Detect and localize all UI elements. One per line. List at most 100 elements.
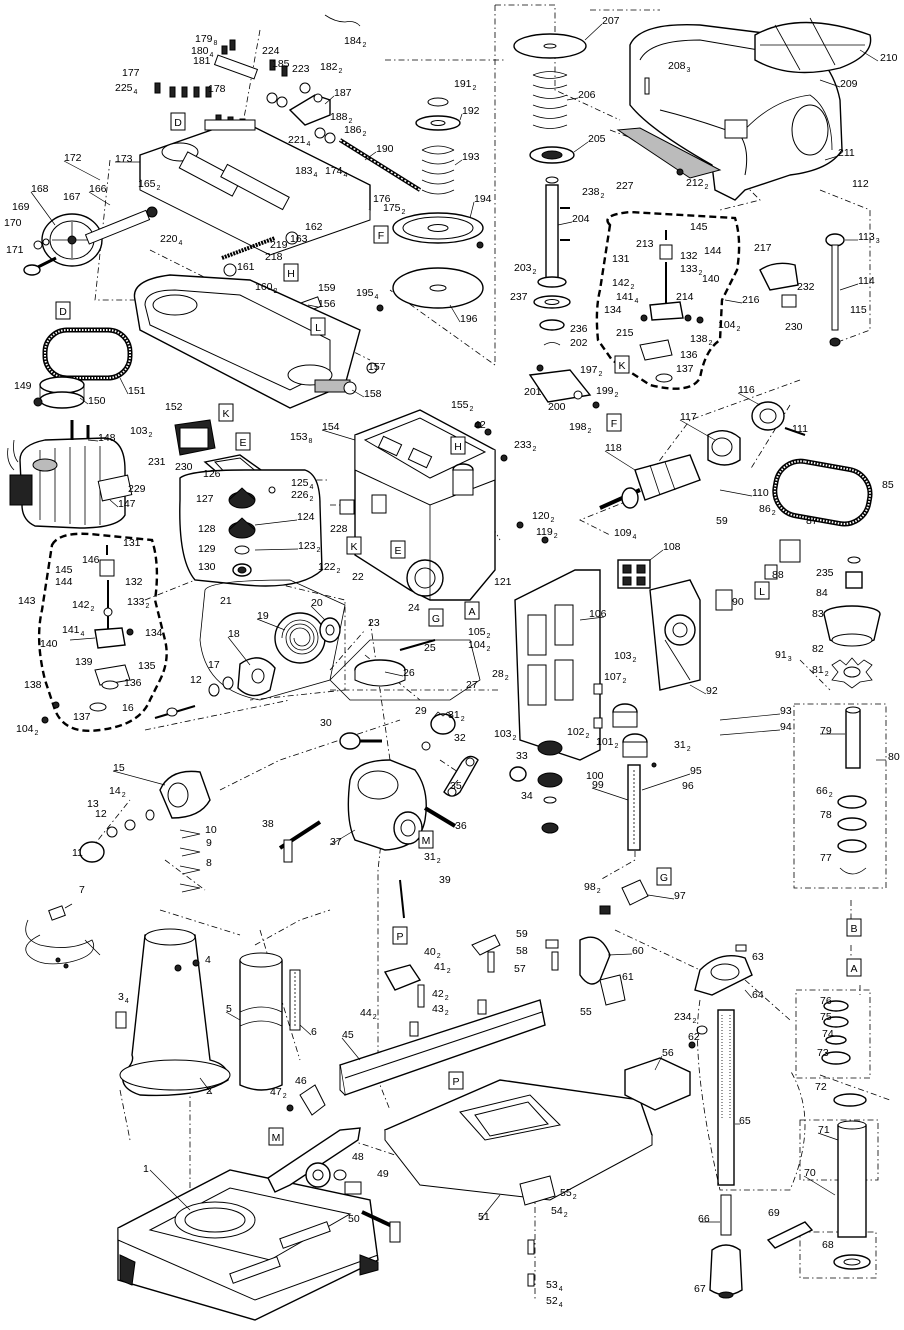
svg-text:B: B	[850, 923, 857, 935]
part-label-43: 432	[432, 1003, 449, 1017]
tag-H: H	[450, 436, 466, 455]
drive-pulleys	[599, 401, 806, 510]
part-label-191: 1912	[454, 78, 477, 92]
part-label-39: 39	[439, 874, 451, 886]
part-label-45: 45	[342, 1029, 354, 1041]
column-base-group	[115, 928, 301, 1097]
part-label-117: 117	[680, 411, 697, 423]
part-label-122: 1222	[318, 561, 341, 575]
part-label-160: 1602	[255, 281, 278, 295]
part-label-103: 1032	[614, 650, 637, 664]
tag-G: G	[428, 608, 444, 627]
part-label-218: 218	[265, 251, 283, 263]
part-label-226: 2262	[291, 489, 314, 503]
part-label-208: 2083	[668, 60, 691, 74]
part-label-126: 126	[203, 468, 221, 480]
part-label-136: 136	[124, 677, 142, 689]
part-label-195: 1954	[356, 287, 379, 301]
tag-D: D	[55, 301, 71, 320]
part-label-79: 79	[820, 725, 832, 737]
part-label-192: 192	[462, 105, 480, 117]
part-label-224: 224	[262, 45, 280, 57]
svg-text:L: L	[315, 322, 321, 334]
part-label-28: 282	[492, 668, 509, 682]
part-label-167: 167	[63, 191, 81, 203]
part-label-90: 90	[732, 596, 744, 608]
head-side-casting	[514, 569, 648, 834]
part-label-152: 152	[165, 401, 183, 413]
part-label-197: 1972	[580, 364, 603, 378]
part-label-181: 181	[193, 55, 211, 67]
part-label-36: 36	[455, 820, 467, 832]
part-label-133: 1332	[680, 263, 703, 277]
part-label-65: 65	[739, 1115, 751, 1127]
part-label-114: 114	[858, 275, 875, 287]
part-label-209: 209	[840, 78, 858, 90]
part-label-66: 66	[698, 1213, 710, 1225]
tag-M: M	[418, 830, 434, 849]
slide-assembly	[23, 14, 422, 314]
part-label-236: 236	[570, 323, 588, 335]
part-label-196: 196	[460, 313, 478, 325]
tag-K: K	[614, 355, 630, 374]
part-label-144: 144	[55, 576, 73, 588]
part-label-54: 542	[551, 1205, 568, 1219]
part-label-227: 227	[616, 180, 634, 192]
part-label-207: 207	[602, 15, 620, 27]
shaft-114	[825, 233, 845, 347]
part-label-25: 25	[424, 642, 436, 654]
part-label-141: 1414	[62, 624, 85, 638]
svg-text:F: F	[611, 418, 617, 430]
part-label-70: 70	[804, 1167, 816, 1179]
svg-text:K: K	[350, 541, 357, 553]
part-label-82: 82	[812, 643, 824, 655]
part-label-118: 118	[605, 442, 622, 454]
part-label-169: 169	[12, 201, 30, 213]
part-label-95: 95	[690, 765, 702, 777]
part-label-57: 57	[514, 963, 526, 975]
part-label-133: 1332	[127, 596, 150, 610]
leader-lines	[30, 23, 886, 1223]
tag-K: K	[346, 536, 362, 555]
part-label-158: 158	[364, 388, 382, 400]
pinion-set	[179, 469, 323, 587]
spindle-pulley-stack	[513, 33, 600, 409]
part-label-80: 80	[888, 751, 900, 763]
part-label-153: 1538	[290, 431, 313, 445]
part-label-138: 138	[24, 679, 42, 691]
part-label-211: 211	[838, 147, 855, 159]
part-label-116: 116	[738, 384, 755, 396]
part-label-4: 4	[205, 954, 211, 966]
part-label-3: 34	[118, 991, 129, 1005]
part-label-148: 148	[98, 432, 116, 444]
part-label-99: 99	[592, 779, 604, 791]
svg-text:L: L	[759, 586, 765, 598]
part-label-12: 12	[190, 674, 202, 686]
belts	[42, 327, 873, 527]
quill-and-chuck	[545, 879, 806, 1299]
part-label-145: 145	[690, 221, 708, 233]
part-label-128: 128	[198, 523, 216, 535]
part-label-194: 194	[474, 193, 492, 205]
part-label-130: 130	[198, 561, 216, 573]
part-label-146: 146	[82, 554, 100, 566]
part-label-21: 21	[220, 595, 232, 607]
part-label-188: 1882	[330, 111, 353, 125]
return-spring-group	[154, 579, 346, 719]
tag-E: E	[390, 540, 406, 559]
part-label-12: 12	[95, 808, 107, 820]
svg-text:K: K	[222, 408, 229, 420]
part-label-31: 312	[674, 739, 691, 753]
part-label-66: 662	[816, 785, 833, 799]
part-label-83: 83	[812, 608, 824, 620]
part-label-44: 442	[360, 1007, 377, 1021]
part-label-223: 223	[292, 63, 310, 75]
part-label-229: 229	[128, 483, 146, 495]
column-collar-group	[278, 639, 527, 919]
part-label-135: 135	[138, 660, 156, 672]
tag-P: P	[448, 1071, 464, 1090]
part-label-68: 68	[822, 1239, 834, 1251]
part-label-138: 1382	[690, 333, 713, 347]
part-label-145: 145	[55, 564, 73, 576]
part-label-154: 154	[322, 421, 340, 433]
